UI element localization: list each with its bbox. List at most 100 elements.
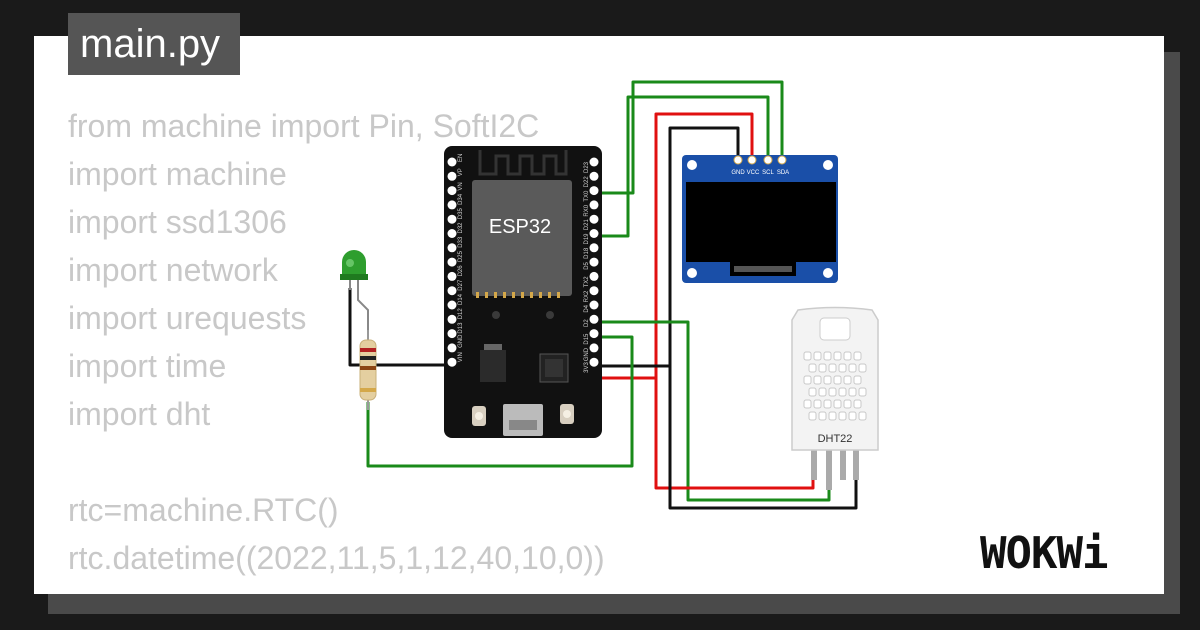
dht-vent [848,387,857,397]
esp32-pin-left [447,343,457,353]
esp32-pin-left [447,314,457,324]
esp32-pin-label: VIN [458,352,464,362]
esp32-pin-label: D14 [458,293,464,305]
code-line: import ssd1306 [68,204,287,240]
dht-vent [828,411,837,421]
code-preview: from machine import Pin, SoftI2C import … [68,102,605,582]
esp32-pin-label: D33 [458,236,464,248]
dht-vent [813,399,822,409]
wire-scl [598,80,784,195]
wire-led-signal [366,335,634,468]
brand-name: WOKWi [980,528,1108,579]
dht-vent [843,375,852,385]
dht-vent [828,363,837,373]
esp32-pin-label: D5 [584,261,590,269]
oled-display: GND VCC SCL SDA [682,155,838,283]
esp32-pin-right [589,357,599,367]
esp32-pin-label: TX2 [584,276,590,288]
esp32-pin-left [447,257,457,267]
esp32-pin-label: D23 [584,161,590,173]
esp32-pin-left [447,186,457,196]
wire-dht-gnd [598,364,858,510]
esp32-pin-right [589,329,599,339]
dht-vent [803,399,812,409]
esp32-pin-right [589,157,599,167]
esp32-pin-right [589,200,599,210]
esp32-pin-label: D22 [584,176,590,188]
dht-vent [833,375,842,385]
dht-vent [818,387,827,397]
esp32-pin-label: RX0 [584,204,590,216]
dht-label: DHT22 [818,433,853,445]
dht-vent [833,399,842,409]
dht-vent [853,399,862,409]
wire-dht-vcc [598,376,815,490]
dht-vent [808,387,817,397]
esp32-pin-label: D27 [458,279,464,291]
wokwi-logo: WOKWi [980,528,1109,579]
dht-vent [858,363,867,373]
dht-vent [813,375,822,385]
dht-vent [823,375,832,385]
esp32-pin-label: D15 [584,333,590,345]
dht-vent [853,375,862,385]
esp32-pin-left [447,171,457,181]
esp32-pin-left [447,243,457,253]
esp32-pin-label: D35 [458,208,464,220]
esp32-pin-right [589,186,599,196]
esp32-pin-label: VN [458,182,464,190]
esp32-pin-left [447,329,457,339]
dht-vent [838,387,847,397]
code-line: import machine [68,156,287,192]
oled-pin-gnd: GND [731,170,745,176]
esp32-pin-label: D13 [458,322,464,334]
esp32-pin-right [589,271,599,281]
esp32-pin-label: RX2 [584,290,590,302]
esp32-pin-label: D4 [584,304,590,312]
dht-vent [843,351,852,361]
code-line: rtc.datetime((2022,11,5,1,12,40,10,0)) [68,540,605,576]
code-line: import urequests [68,300,307,336]
esp32-label: ESP32 [489,216,551,238]
esp32-pin-label: D2 [584,319,590,327]
esp32-pin-label: EN [458,154,464,162]
esp32-pin-right [589,286,599,296]
code-line: import dht [68,396,211,432]
file-tab[interactable]: main.py [68,13,240,75]
esp32-pin-left [447,300,457,310]
esp32-pin-left [447,214,457,224]
dht-vent [853,351,862,361]
esp32-pin-label: GND [584,347,590,361]
dht-vent [843,399,852,409]
esp32-pin-label: D18 [584,247,590,259]
dht-vent [803,351,812,361]
led [340,250,369,340]
esp32-pin-label: GND [458,334,464,348]
dht-vent [838,411,847,421]
esp32-pin-label: D26 [458,265,464,277]
dht-vent [808,411,817,421]
esp32-pin-right [589,214,599,224]
esp32-pin-right [589,243,599,253]
esp32-board: ESP32 END23VPD22VNTX0D34RX0D35D21D32D19D… [444,146,602,438]
dht-vent [838,363,847,373]
wire-led-gnd [348,288,447,367]
dht-vent [848,411,857,421]
esp32-pin-label: D25 [458,250,464,262]
esp32-pin-right [589,314,599,324]
esp32-pin-right [589,300,599,310]
dht-vent [848,363,857,373]
esp32-pin-right [589,257,599,267]
esp32-pin-label: 3V3 [584,362,590,373]
esp32-pin-left [447,357,457,367]
oled-pin-sda: SDA [777,170,789,176]
dht-vent [818,363,827,373]
dht-vent [818,411,827,421]
esp32-pin-left [447,229,457,238]
dht-vent [823,399,832,409]
code-line: import network [68,252,278,288]
esp32-pin-label: D12 [458,308,464,320]
esp32-pin-right [589,171,599,181]
esp32-pin-label: D34 [458,193,464,205]
